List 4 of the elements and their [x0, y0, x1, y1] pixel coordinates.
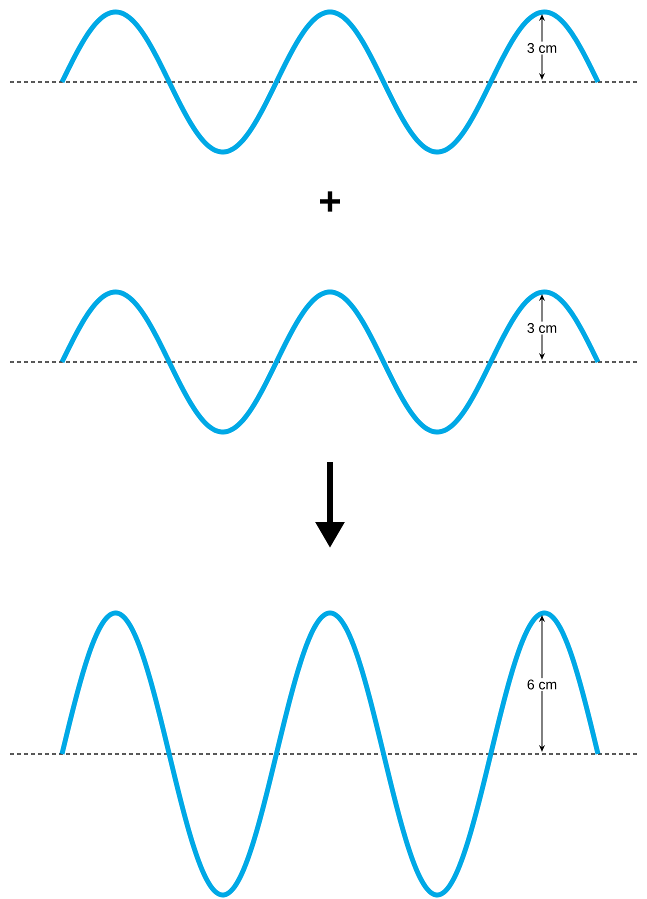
dimension-label: 3 cm — [525, 42, 559, 54]
dimension-label: 6 cm — [525, 678, 559, 691]
dimension-label: 3 cm — [525, 322, 559, 334]
plus-sign: + — [320, 191, 340, 212]
